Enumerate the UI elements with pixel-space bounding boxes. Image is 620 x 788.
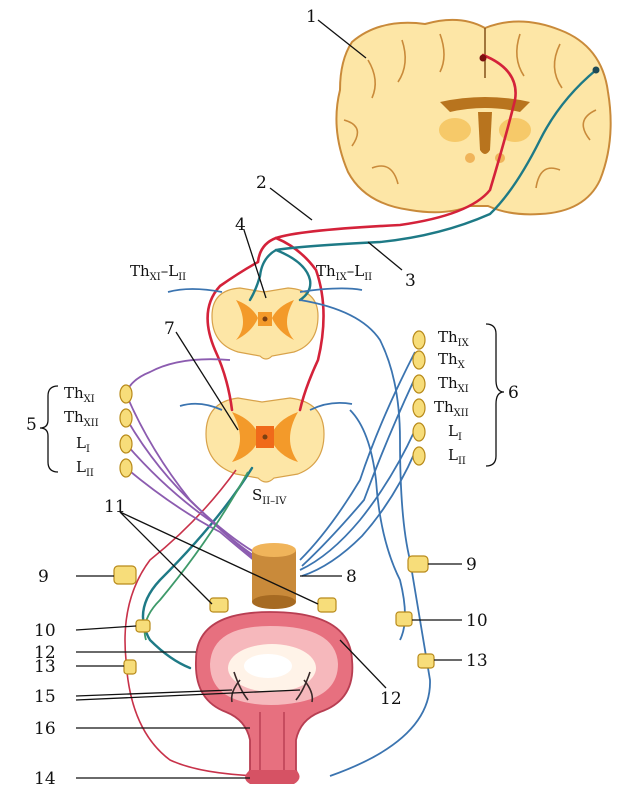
ganglion-left-10 [136, 620, 150, 632]
right-ganglion-label-6: LII [448, 446, 466, 467]
label-th-xi-l-ii: ThXI–LII [130, 262, 186, 283]
ganglion-left-11 [210, 598, 228, 612]
left-ganglion-label-3: LI [76, 434, 90, 455]
callout-9-left: 9 [38, 567, 49, 587]
right-sympathetic-chain [413, 331, 425, 465]
sympathetic-fiber-6 [350, 410, 405, 640]
right-brace [486, 324, 504, 466]
callout-15: 15 [34, 687, 56, 707]
left-chain-link [126, 359, 230, 394]
ganglion-left-13 [124, 660, 136, 674]
callout-16: 16 [34, 719, 56, 739]
callout-2: 2 [256, 173, 267, 193]
callout-13-left: 13 [34, 657, 56, 677]
brain-section [336, 20, 610, 215]
callout-7: 7 [164, 319, 175, 339]
sacral-root-right [310, 403, 352, 410]
left-sympathetic-chain [120, 385, 132, 477]
callout-8: 8 [346, 567, 357, 587]
pelvic-nerve [145, 472, 248, 640]
callout-3: 3 [405, 271, 416, 291]
spinal-cord-segment-sacral [206, 398, 324, 482]
callout-10-left: 10 [34, 621, 56, 641]
ganglion-right-13 [418, 654, 434, 668]
ganglion-left-9 [114, 566, 136, 584]
right-ganglion-label-4: ThXII [434, 398, 469, 419]
left-brace [40, 386, 58, 472]
callout-6: 6 [508, 383, 519, 403]
ganglion-right-10 [396, 612, 412, 626]
callout-4: 4 [235, 215, 246, 235]
urinary-bladder [196, 612, 353, 784]
callout-12-right: 12 [380, 689, 402, 709]
callout-14: 14 [34, 769, 56, 788]
left-ganglion-label-1: ThXI [64, 384, 95, 405]
callout-9-right: 9 [466, 555, 477, 575]
ganglion-right-9 [408, 556, 428, 572]
thoracic-connection-left [168, 289, 222, 292]
sympathetic-fiber-5 [302, 452, 415, 576]
label-s-ii-iv: SII–IV [252, 486, 287, 507]
right-ganglion-label-2: ThX [438, 350, 466, 371]
right-ganglion-label-5: LI [448, 422, 462, 443]
callout-5: 5 [26, 415, 37, 435]
right-ganglion-label-3: ThXI [438, 374, 469, 395]
left-ganglion-fiber-4 [126, 468, 274, 576]
left-ganglion-label-2: ThXII [64, 408, 99, 429]
label-th-ix-l-ii: ThIX–LII [316, 262, 372, 283]
right-ganglion-label-1: ThIX [438, 328, 470, 349]
ganglion-right-11 [318, 598, 336, 612]
callout-1: 1 [306, 7, 317, 27]
callout-13-right: 13 [466, 651, 488, 671]
callout-10-right: 10 [466, 611, 488, 631]
callout-11: 11 [104, 497, 126, 517]
left-ganglion-label-4: LII [76, 458, 94, 479]
